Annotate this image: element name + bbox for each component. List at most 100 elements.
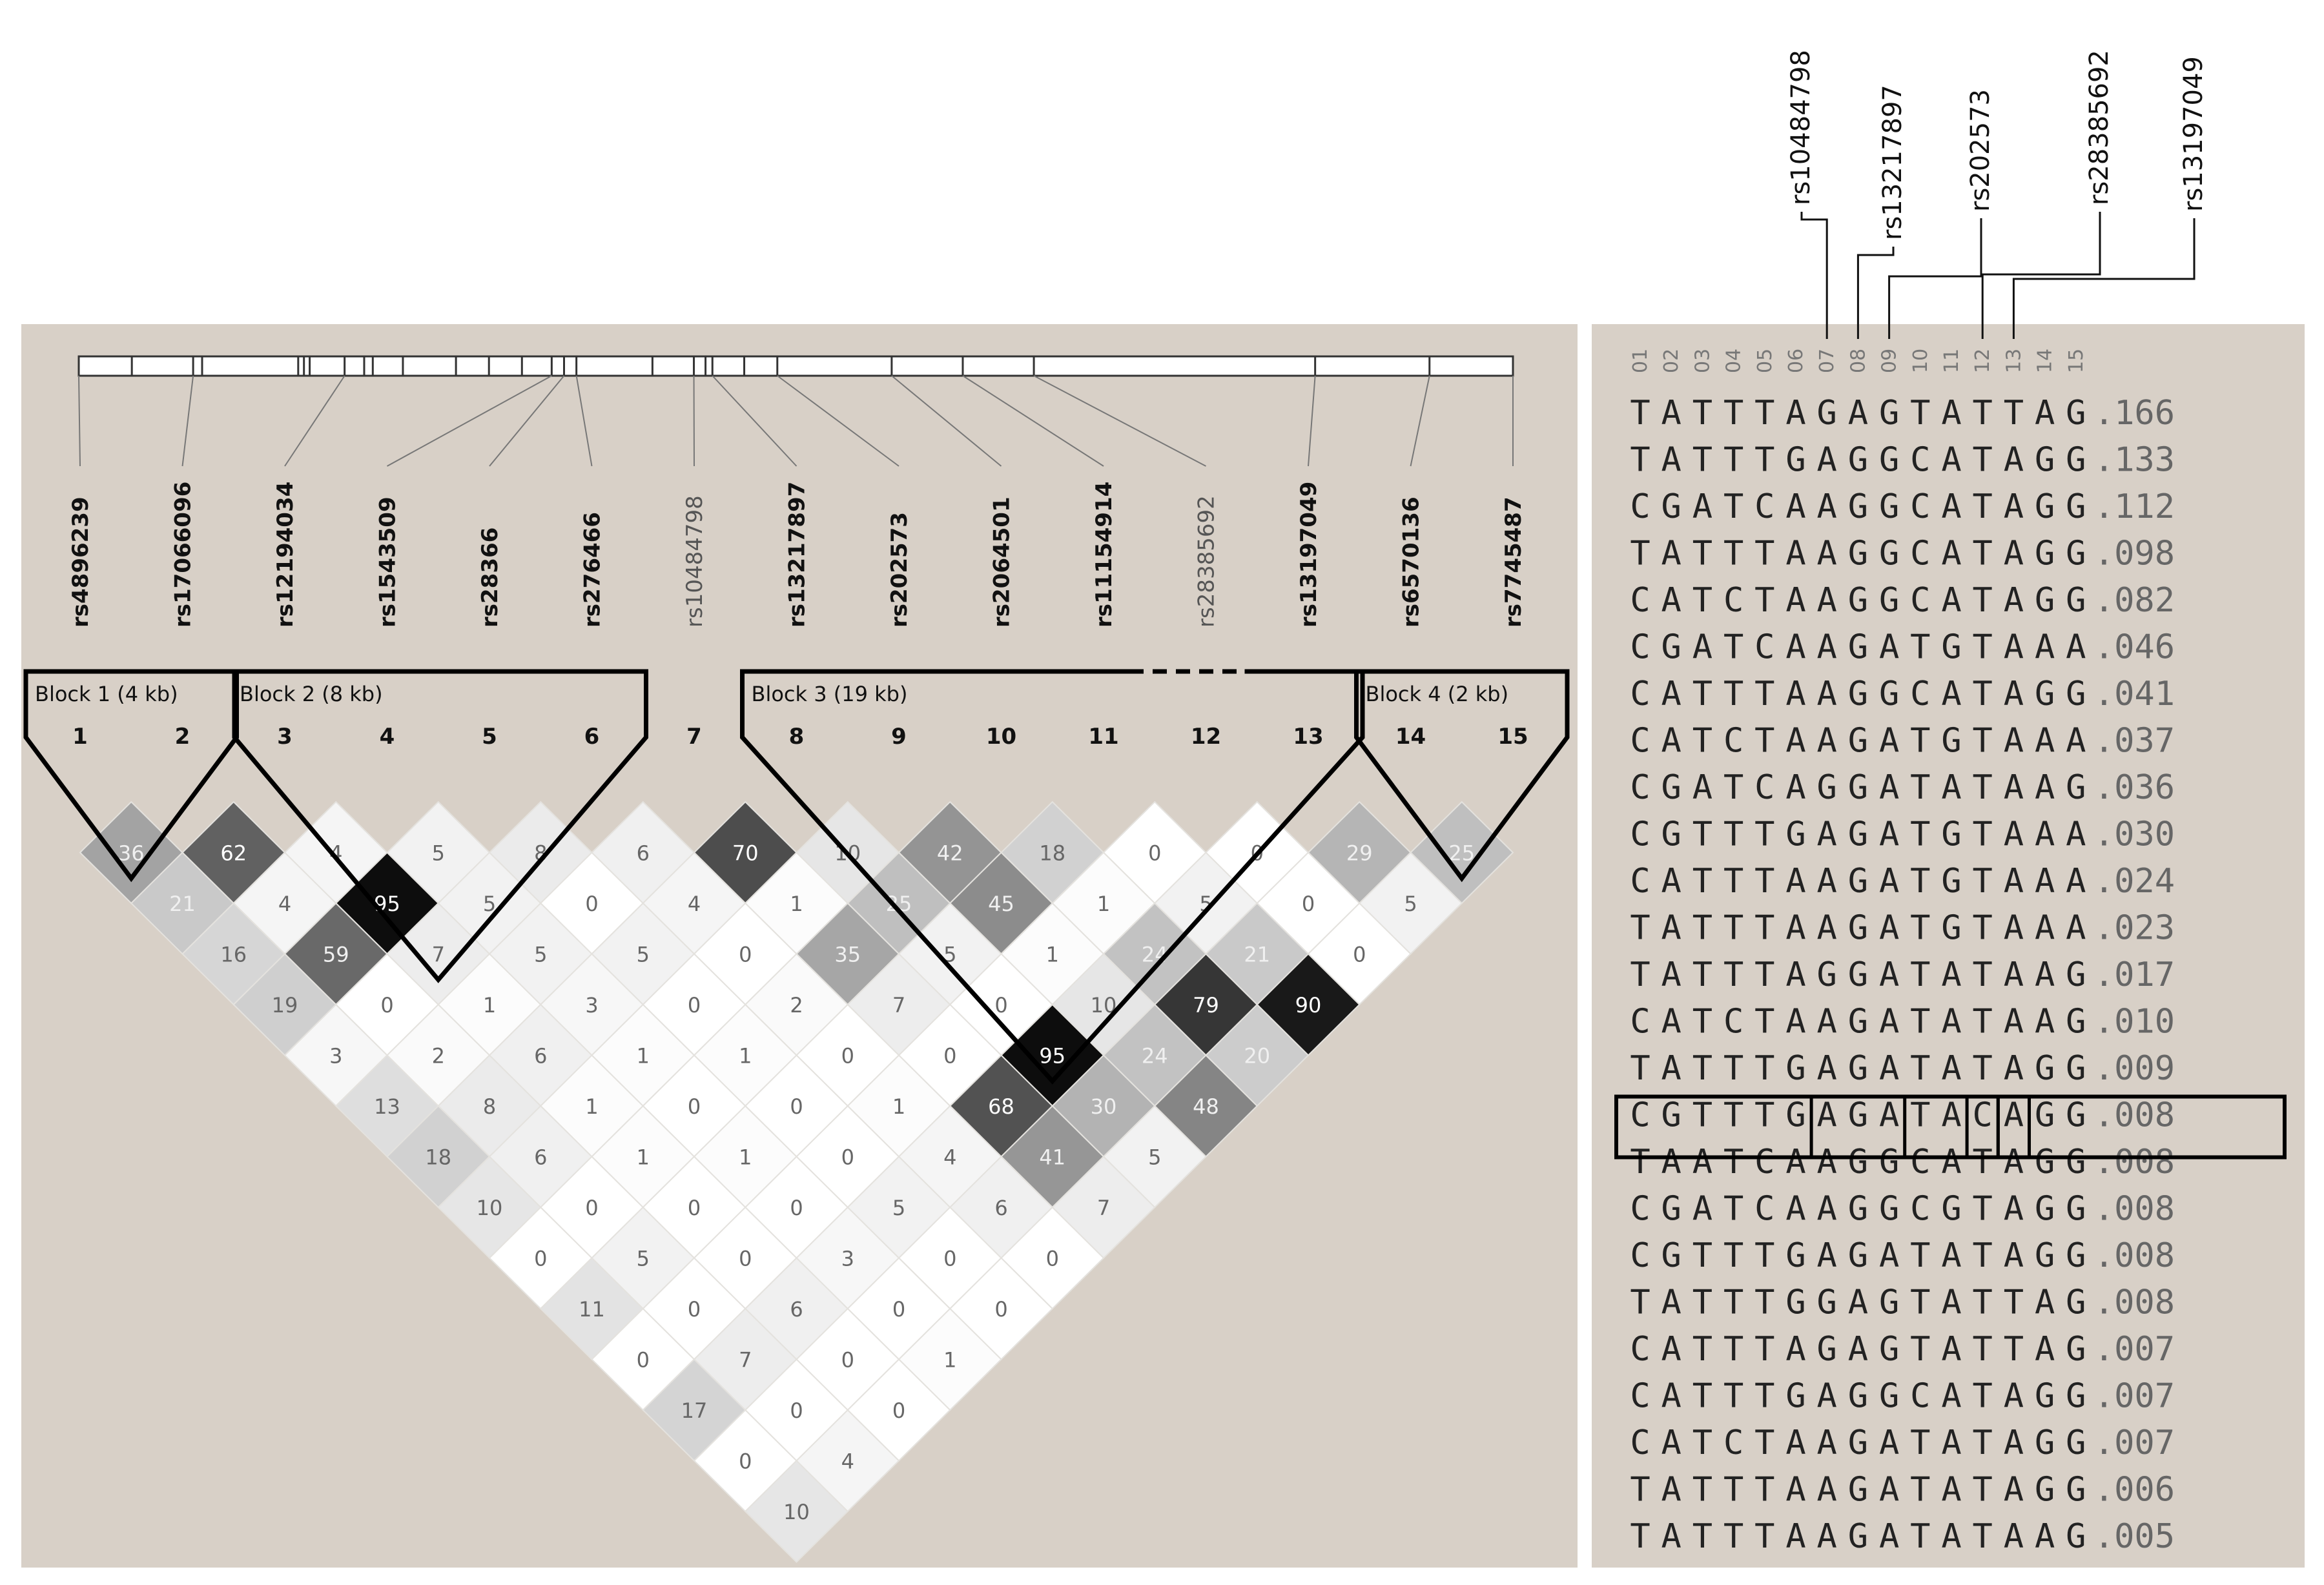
ld-value-label: 10 bbox=[477, 1196, 503, 1220]
allele-letter: A bbox=[1941, 394, 1961, 433]
ld-value-label: 0 bbox=[841, 1145, 854, 1170]
ld-value-label: 20 bbox=[1244, 1044, 1270, 1069]
haplotype-frequency: .010 bbox=[2094, 1003, 2175, 1041]
haplotype-panel bbox=[1592, 324, 2305, 1568]
snp-index-label: 2 bbox=[175, 724, 190, 750]
allele-letter: T bbox=[1910, 909, 1930, 948]
column-number-label: 08 bbox=[1847, 349, 1869, 373]
allele-letter: T bbox=[1630, 535, 1650, 573]
block-outline bbox=[740, 669, 1365, 1085]
ld-value-label: 0 bbox=[994, 1297, 1007, 1322]
allele-letter: G bbox=[1879, 1330, 1899, 1369]
ld-value-label: 6 bbox=[637, 841, 650, 866]
allele-letter: T bbox=[1910, 394, 1930, 433]
allele-letter: A bbox=[1785, 1003, 1805, 1041]
ld-value-label: 95 bbox=[1039, 1044, 1065, 1069]
snp-connector-line bbox=[1308, 375, 1316, 467]
allele-letter: A bbox=[1879, 1424, 1899, 1462]
allele-letter: T bbox=[1692, 909, 1712, 948]
allele-letter: T bbox=[1692, 1471, 1712, 1509]
allele-letter: G bbox=[2035, 1143, 2055, 1181]
allele-letter: A bbox=[1785, 1330, 1805, 1369]
allele-letter: T bbox=[1723, 1377, 1743, 1416]
allele-letter: A bbox=[1661, 862, 1681, 901]
allele-letter: A bbox=[1661, 1330, 1681, 1369]
allele-letter: C bbox=[1723, 581, 1743, 620]
haplotype-frequency: .041 bbox=[2094, 675, 2175, 713]
ld-value-label: 1 bbox=[637, 1044, 650, 1069]
allele-letter: G bbox=[1848, 956, 1868, 994]
allele-letter: G bbox=[1879, 1377, 1899, 1416]
allele-letter: A bbox=[1941, 1330, 1961, 1369]
allele-letter: A bbox=[2004, 581, 2024, 620]
snp-name-label: rs12194034 bbox=[273, 482, 298, 628]
allele-letter: A bbox=[1817, 1143, 1837, 1181]
allele-letter: A bbox=[2004, 441, 2024, 480]
allele-letter: T bbox=[1630, 1471, 1650, 1509]
haplotype-frequency: .030 bbox=[2094, 815, 2175, 854]
snp-name-label: rs17066096 bbox=[170, 482, 196, 628]
tag-snp-label: rs28385692 bbox=[2084, 50, 2114, 205]
ld-value-label: 1 bbox=[739, 1044, 752, 1069]
allele-letter: G bbox=[1817, 956, 1837, 994]
allele-letter: C bbox=[1910, 675, 1930, 713]
allele-letter: A bbox=[1817, 675, 1837, 713]
ld-value-label: 1 bbox=[483, 993, 496, 1017]
allele-letter: G bbox=[1879, 394, 1899, 433]
ld-value-label: 0 bbox=[841, 1348, 854, 1373]
allele-letter: C bbox=[1973, 1096, 1993, 1135]
allele-letter: A bbox=[1817, 1517, 1837, 1556]
haplotype-frequency: .023 bbox=[2094, 909, 2175, 948]
ld-value-label: 6 bbox=[994, 1196, 1007, 1220]
allele-letter: G bbox=[1817, 394, 1837, 433]
allele-letter: T bbox=[1973, 768, 1993, 807]
allele-letter: C bbox=[1630, 722, 1650, 761]
allele-letter: A bbox=[2004, 1517, 2024, 1556]
allele-letter: A bbox=[2004, 1049, 2024, 1088]
haplotype-frequency: .006 bbox=[2094, 1471, 2175, 1509]
allele-letter: T bbox=[2004, 1283, 2024, 1322]
allele-letter: T bbox=[1973, 1517, 1993, 1556]
snp-name-label: rs13197049 bbox=[1296, 482, 1322, 628]
allele-letter: T bbox=[1910, 1283, 1930, 1322]
snp-name-label: rs11154914 bbox=[1091, 482, 1117, 628]
allele-letter: T bbox=[1630, 394, 1650, 433]
allele-letter: T bbox=[1754, 722, 1774, 761]
ld-value-label: 10 bbox=[783, 1500, 810, 1524]
allele-letter: A bbox=[2004, 1143, 2024, 1181]
allele-letter: T bbox=[1973, 675, 1993, 713]
allele-letter: T bbox=[1692, 535, 1712, 573]
allele-letter: C bbox=[1630, 628, 1650, 667]
allele-letter: G bbox=[1848, 535, 1868, 573]
allele-letter: T bbox=[1910, 1471, 1930, 1509]
allele-letter: G bbox=[1848, 815, 1868, 854]
haplotype-frequency: .007 bbox=[2094, 1330, 2175, 1369]
allele-letter: T bbox=[1692, 394, 1712, 433]
allele-letter: T bbox=[1723, 394, 1743, 433]
haplotype-frequency: .017 bbox=[2094, 956, 2175, 994]
allele-letter: T bbox=[1910, 628, 1930, 667]
allele-letter: T bbox=[1910, 722, 1930, 761]
allele-letter: G bbox=[2066, 675, 2086, 713]
ld-value-label: 30 bbox=[1091, 1094, 1117, 1119]
snp-name-label: rs13217897 bbox=[785, 482, 810, 628]
haplotype-frequency: .008 bbox=[2094, 1143, 2175, 1181]
ld-value-label: 2 bbox=[790, 993, 803, 1017]
allele-letter: G bbox=[1879, 487, 1899, 526]
allele-letter: C bbox=[1630, 1330, 1650, 1369]
allele-letter: T bbox=[1973, 909, 1993, 948]
allele-letter: G bbox=[2066, 1143, 2086, 1181]
allele-letter: G bbox=[2035, 1236, 2055, 1275]
allele-letter: G bbox=[2066, 1471, 2086, 1509]
allele-letter: A bbox=[1941, 1517, 1961, 1556]
allele-letter: A bbox=[1785, 1517, 1805, 1556]
allele-letter: T bbox=[2004, 1330, 2024, 1369]
allele-letter: T bbox=[1754, 956, 1774, 994]
ld-value-label: 3 bbox=[329, 1044, 342, 1069]
